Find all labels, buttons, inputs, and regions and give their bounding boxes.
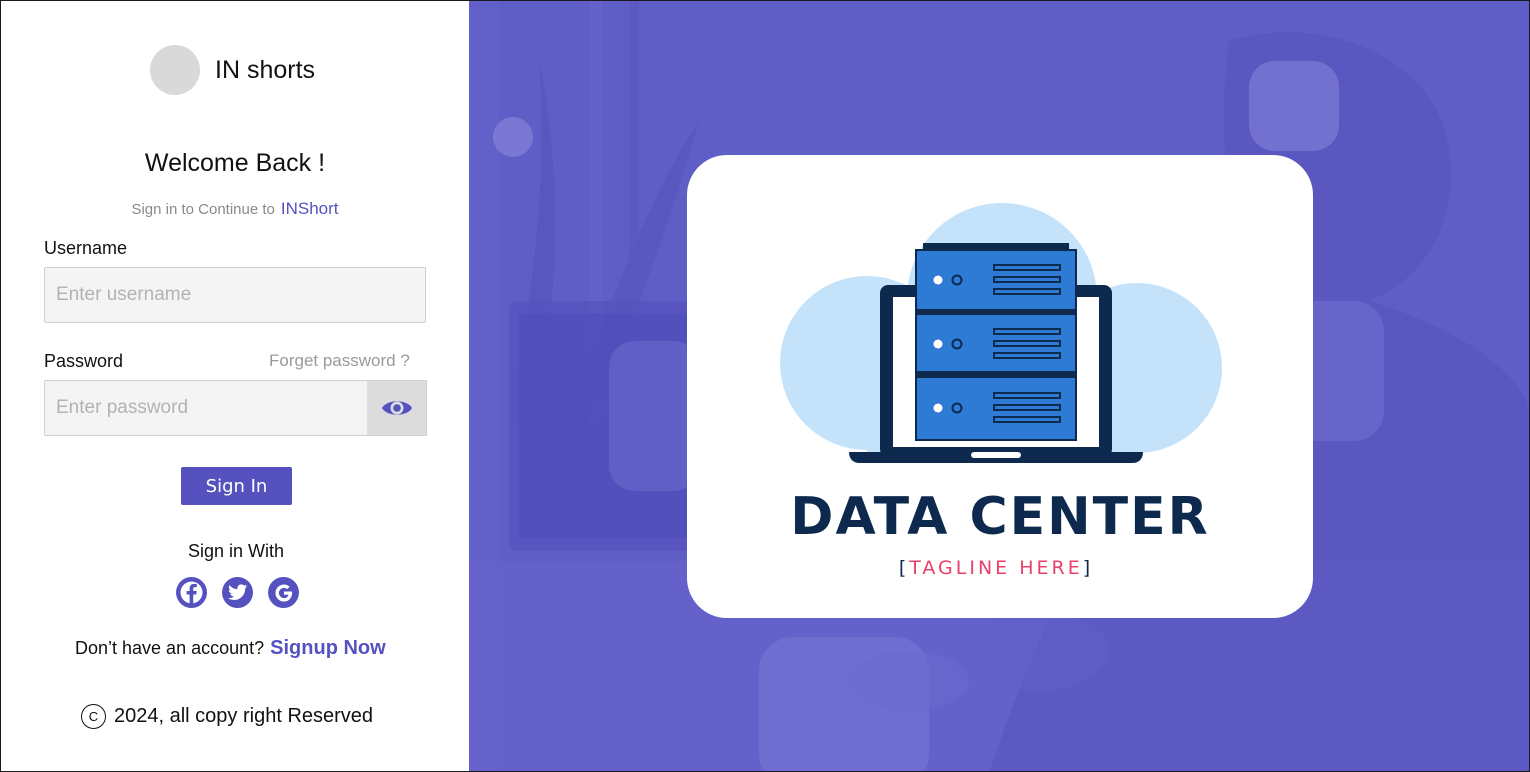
copyright-icon: C: [81, 704, 106, 729]
tagline-open-bracket: [: [898, 557, 910, 579]
signup-row: Don’t have an account?Signup Now: [75, 637, 386, 660]
copyright-text: 2024, all copy right Reserved: [114, 705, 374, 727]
sign-in-with-label: Sign in With: [187, 541, 285, 561]
signup-link[interactable]: Signup Now: [270, 637, 386, 659]
twitter-icon: [227, 584, 247, 600]
server-rack-icon: [915, 243, 1077, 441]
brand-name: IN shorts: [215, 55, 316, 84]
welcome-heading: Welcome Back !: [144, 149, 326, 177]
eye-icon: [381, 401, 412, 415]
brand-logo: [150, 45, 200, 95]
copyright: C 2024, all copy right Reserved: [81, 704, 373, 729]
password-label: Password: [44, 351, 124, 371]
forgot-password-link[interactable]: Forget password ?: [269, 351, 410, 370]
google-login-button[interactable]: [268, 577, 299, 608]
social-login-buttons: [176, 577, 299, 608]
tagline: [TAGLINE HERE]: [687, 557, 1305, 579]
data-center-logo: [780, 203, 1222, 463]
sign-in-button[interactable]: Sign In: [181, 467, 292, 505]
tagline-text: TAGLINE HERE: [909, 557, 1083, 579]
signin-subtitle: Sign in to Continue to INShort: [1, 199, 469, 219]
no-account-text: Don’t have an account?: [75, 638, 265, 658]
tagline-close-bracket: ]: [1082, 557, 1094, 579]
subtitle-text: Sign in to Continue to: [131, 201, 275, 218]
data-center-title: DATA CENTER: [790, 487, 1210, 547]
show-password-button[interactable]: [367, 380, 427, 436]
subtitle-brand-link: INShort: [280, 199, 339, 218]
facebook-login-button[interactable]: [176, 577, 207, 608]
password-input[interactable]: [44, 380, 368, 436]
twitter-login-button[interactable]: [222, 577, 253, 608]
brand: IN shorts: [150, 45, 315, 95]
login-panel: IN shorts Welcome Back ! Sign in to Cont…: [1, 1, 469, 771]
google-icon: [274, 583, 292, 602]
hero-panel: DATA CENTER [TAGLINE HERE]: [469, 1, 1529, 771]
logo-card: DATA CENTER [TAGLINE HERE]: [687, 155, 1313, 618]
username-label: Username: [44, 238, 128, 258]
facebook-icon: [180, 581, 203, 604]
username-input[interactable]: [44, 267, 426, 323]
